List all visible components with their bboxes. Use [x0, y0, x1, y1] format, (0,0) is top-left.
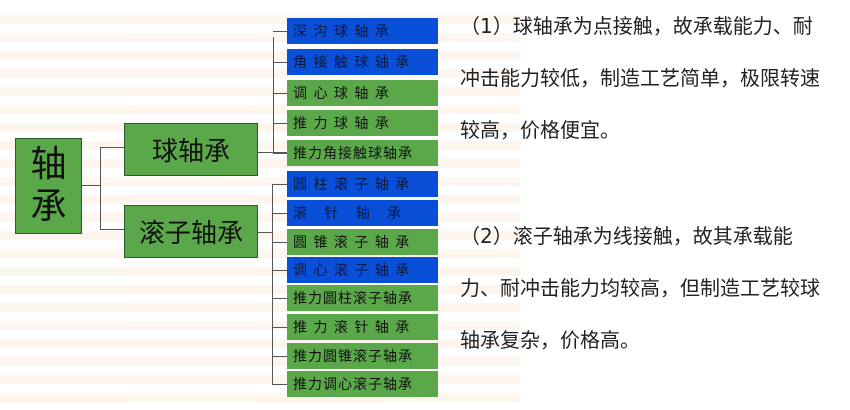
root-node: 轴承 — [15, 138, 82, 234]
connector — [273, 37, 274, 152]
connector — [258, 152, 287, 153]
ball-bearing-type: 推 力 球 轴 承 — [287, 110, 438, 136]
connector — [273, 31, 287, 32]
ball-bearing-type: 深 沟 球 轴 承 — [287, 18, 438, 44]
roller-bearing-type: 滚 针 轴 承 — [287, 200, 438, 226]
connector — [272, 242, 287, 243]
ball-bearing-node: 球轴承 — [124, 123, 258, 176]
connector — [273, 153, 287, 154]
roller-bearing-type: 推力圆柱滚子轴承 — [287, 285, 438, 311]
ball-bearing-type: 调 心 球 轴 承 — [287, 80, 438, 106]
connector — [273, 93, 287, 94]
connector — [273, 62, 287, 63]
connector — [273, 123, 287, 124]
connector — [272, 270, 287, 271]
roller-bearing-type: 圆 柱 滚 子 轴 承 — [287, 171, 438, 197]
ball-bearing-type: 推力角接触球轴承 — [287, 140, 438, 166]
roller-bearing-type: 圆 锥 滚 子 轴 承 — [287, 229, 438, 255]
connector — [272, 184, 287, 185]
root-label: 轴承 — [30, 144, 67, 227]
connector — [272, 384, 287, 385]
connector — [272, 185, 273, 385]
connector — [272, 213, 287, 214]
roller-bearing-type: 推力调心滚子轴承 — [287, 371, 438, 397]
roller-bearing-description: （2）滚子轴承为线接触，故其承载能力、耐冲击能力均较高，但制造工艺较球轴承复杂，… — [460, 224, 820, 352]
roller-bearing-type: 调 心 滚 子 轴 承 — [287, 257, 438, 283]
connector — [100, 147, 101, 229]
roller-bearing-type: 推力圆锥滚子轴承 — [287, 343, 438, 369]
roller-bearing-label: 滚子轴承 — [138, 219, 243, 249]
connector — [100, 147, 124, 148]
connector — [82, 185, 100, 186]
ball-bearing-description: （1）球轴承为点接触，故承载能力、耐冲击能力较低，制造工艺简单，极限转速较高，价… — [460, 14, 820, 142]
connector — [272, 298, 287, 299]
ball-bearing-type: 角 接 触 球 轴 承 — [287, 49, 438, 75]
roller-bearing-node: 滚子轴承 — [124, 205, 258, 258]
ball-bearing-label: 球轴承 — [151, 137, 230, 167]
roller-bearing-type: 推 力 滚 针 轴 承 — [287, 314, 438, 340]
connector — [258, 232, 272, 233]
connector — [272, 356, 287, 357]
connector — [100, 229, 124, 230]
connector — [272, 327, 287, 328]
